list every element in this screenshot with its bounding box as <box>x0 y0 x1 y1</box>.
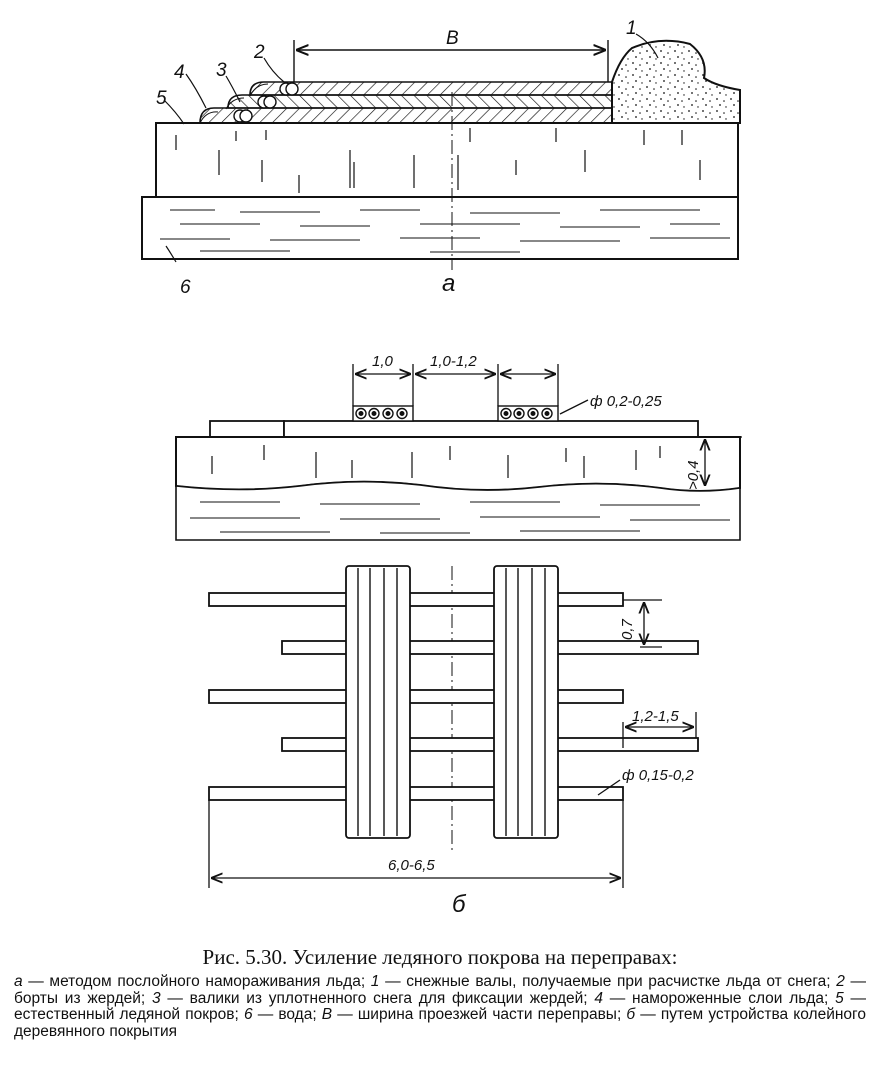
longitudinal-tracks <box>345 565 559 839</box>
label-6-water: 6 <box>180 277 191 298</box>
caption-text: — естественный ледяной покров; <box>14 989 867 1024</box>
dim-track-gap: 1,0-1,2 <box>430 353 477 370</box>
subfigure-label-a: а <box>442 270 455 297</box>
caption-text: — вода; <box>252 1006 322 1024</box>
dim-pole-diameter-bottom: ф 0,15-0,2 <box>622 767 694 784</box>
ice-cover-section <box>175 436 741 492</box>
caption-title: Рис. 5.30. Усиление ледяного покрова на … <box>202 945 678 969</box>
dim-track-width: 1,0 <box>372 353 394 370</box>
drawing-a-layered-freezing: B 1 2 3 4 5 6 а <box>141 18 741 298</box>
label-4-frozen-layers: 4 <box>174 62 185 83</box>
caption-key: В <box>321 1006 333 1024</box>
caption-text: — снежные валы, получаемые при расчистке… <box>379 973 837 990</box>
drawing-b-section: 1,0 1,0-1,2 ф 0,2-0,25 >0,4 <box>175 353 742 541</box>
label-2-pole-rails: 2 <box>253 42 265 63</box>
caption-key: 1 <box>370 973 380 990</box>
dim-log-spacing: 0,7 <box>619 618 636 640</box>
drawing-b-plan: 0,7 1,2-1,5 ф 0,15-0,2 6,0-6,5 б <box>208 565 699 918</box>
caption-key: а <box>14 973 23 990</box>
caption-key: б <box>626 1006 636 1024</box>
caption-key: 5 <box>835 989 844 1007</box>
caption-key: 2 <box>836 973 845 990</box>
natural-ice-cover <box>155 122 739 198</box>
caption-key: 3 <box>151 989 161 1007</box>
figure-5-30: B 1 2 3 4 5 6 а <box>141 18 742 918</box>
dim-total-length: 6,0-6,5 <box>388 857 435 874</box>
dim-pole-diameter-top: ф 0,2-0,25 <box>590 393 662 410</box>
label-3-snow-rollers: 3 <box>216 60 227 81</box>
label-width-b: B <box>446 28 459 49</box>
caption-text: — намороженные слои льда; <box>603 989 836 1007</box>
caption-key: 6 <box>243 1006 253 1024</box>
caption-text: — методом послойного намораживания льда; <box>22 973 371 990</box>
caption-text: — путем устройства колейного деревянного… <box>14 1006 866 1040</box>
pole-rails <box>233 82 299 123</box>
subfigure-label-b: б <box>452 891 467 918</box>
caption-body: а — методом послойного намораживания льд… <box>14 973 867 1040</box>
dim-overhang: 1,2-1,5 <box>632 708 679 725</box>
dim-ice-thickness: >0,4 <box>685 460 702 490</box>
label-5-natural-ice: 5 <box>156 88 167 109</box>
dimension-b <box>293 40 609 82</box>
caption-text: — ширина проезжей части переправы; <box>332 1006 627 1024</box>
water <box>141 196 739 260</box>
figure-caption: Рис. 5.30. Усиление ледяного покрова на … <box>14 945 866 1040</box>
caption-text: — валики из уплотненного снега для фикса… <box>160 989 595 1007</box>
track-pole-bundles <box>352 405 559 422</box>
label-1-snow-bank: 1 <box>626 18 637 39</box>
frozen-ice-layers <box>199 81 613 124</box>
caption-text: — борты из жердей; <box>14 973 866 1007</box>
caption-key: 4 <box>594 989 604 1007</box>
snow-bank <box>611 39 741 124</box>
